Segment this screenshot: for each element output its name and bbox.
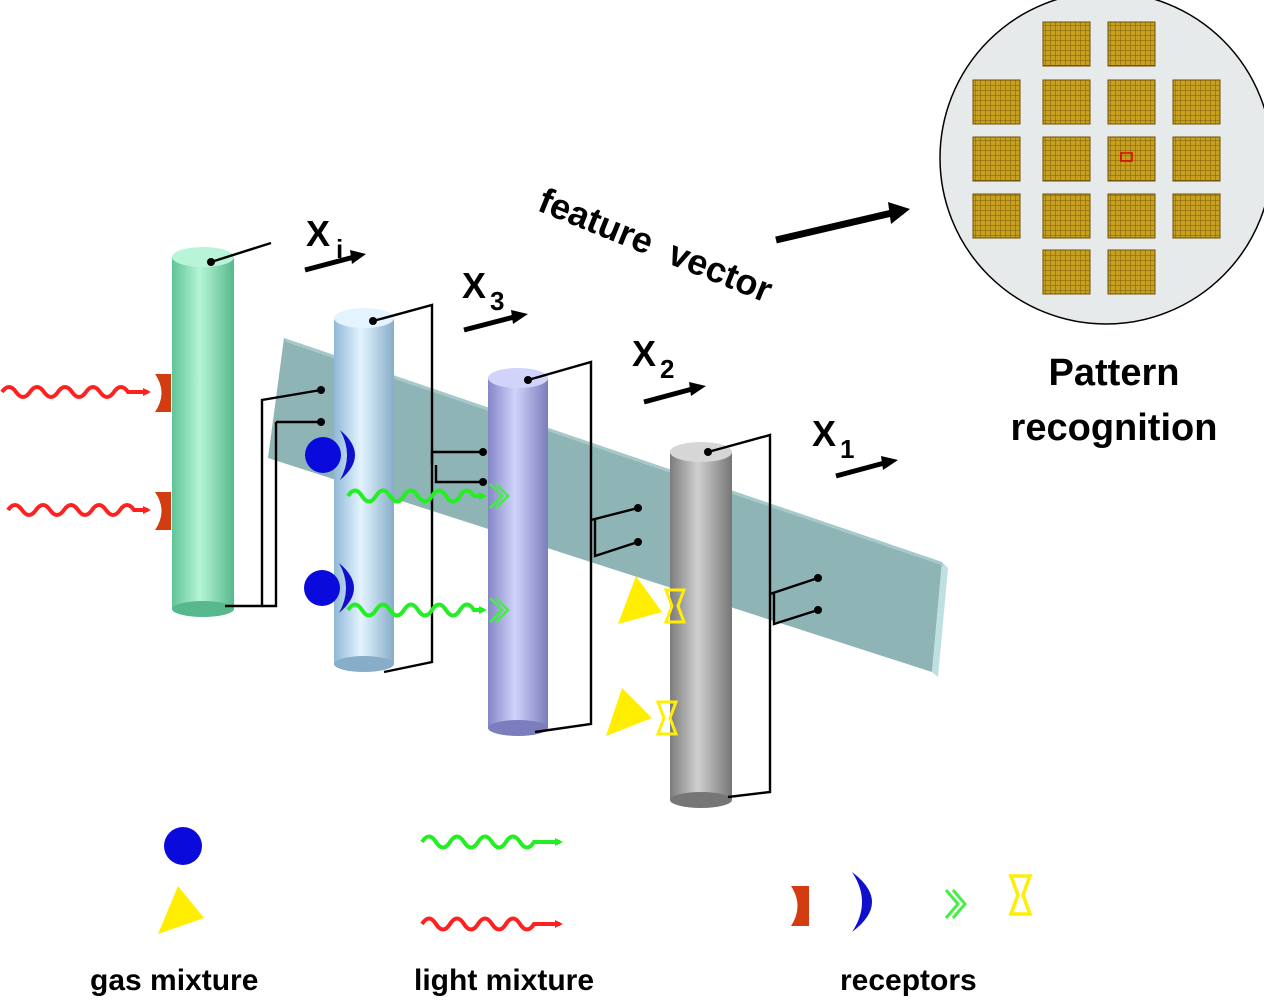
legend-red-light-icon <box>420 916 563 932</box>
output-arrow-xi <box>304 253 359 273</box>
sensor-chip <box>1042 136 1091 182</box>
green-receptor-1 <box>489 483 510 509</box>
yellow-gas-molecule-1 <box>618 576 662 624</box>
sensor-chip <box>1107 249 1156 295</box>
legend-blue-receptor-icon <box>852 872 872 932</box>
legend-yellow-gas-icon <box>158 886 204 934</box>
label-x3: X <box>462 265 486 306</box>
legend: gas mixture light mixture receptors <box>90 827 1033 997</box>
green-receptor-2 <box>489 597 510 623</box>
legend-gas-mixture: gas mixture <box>90 964 258 997</box>
label-xi: X <box>306 213 330 254</box>
sensor-chip <box>1042 79 1091 125</box>
sensor-column-4 <box>670 433 822 808</box>
chip-grid <box>972 21 1221 295</box>
legend-red-receptor-icon <box>791 886 809 926</box>
yellow-gas-molecule-2 <box>606 688 652 736</box>
red-light-wave-2 <box>6 503 151 517</box>
substrate-plate <box>268 338 948 677</box>
label-x2-subscript: 2 <box>660 354 674 384</box>
sensor-chip <box>1042 249 1091 295</box>
legend-yellow-receptor-icon <box>1008 874 1033 916</box>
sensor-chip <box>1107 21 1156 67</box>
red-receptor-1 <box>155 374 171 412</box>
sensor-column-3 <box>488 360 642 736</box>
sensor-chip <box>1042 193 1091 239</box>
sensor-chip <box>972 193 1021 239</box>
feature-vector-label: feature vector <box>533 179 778 310</box>
legend-green-light-icon <box>420 834 563 850</box>
sensor-chip <box>972 136 1021 182</box>
green-light-wave-2 <box>346 602 487 618</box>
selected-chip-marker <box>1120 152 1133 162</box>
red-receptor-2 <box>155 492 171 530</box>
blue-receptor-2 <box>339 563 354 613</box>
yellow-receptor-1 <box>663 588 687 624</box>
output-arrow-x2 <box>643 385 697 405</box>
legend-light-mixture: light mixture <box>414 964 594 997</box>
feature-vector-arrow <box>775 209 893 244</box>
legend-receptors: receptors <box>840 964 977 997</box>
sensor-chip <box>1172 79 1221 125</box>
red-light-wave-1 <box>0 385 151 399</box>
pattern-recognition-line2: recognition <box>1011 407 1218 449</box>
sensor-chip <box>1172 136 1221 182</box>
blue-gas-molecule-2 <box>304 570 340 606</box>
label-xi-subscript: i <box>336 234 343 264</box>
sensor-chip <box>1107 193 1156 239</box>
sensor-chip <box>1107 79 1156 125</box>
legend-blue-gas-icon <box>164 827 202 865</box>
label-x3-subscript: 3 <box>490 286 504 316</box>
label-x1: X <box>812 413 836 454</box>
legend-green-receptor-icon <box>944 889 967 919</box>
sensor-chip <box>972 79 1021 125</box>
sensor-chip <box>1042 21 1091 67</box>
blue-gas-molecule-1 <box>305 437 341 473</box>
sensor-array-wafer <box>939 0 1264 325</box>
blue-receptor-1 <box>340 430 355 480</box>
sensor-chip <box>1172 193 1221 239</box>
yellow-receptor-2 <box>655 700 679 736</box>
sensor-column-1 <box>172 241 325 617</box>
label-x1-subscript: 1 <box>840 434 854 464</box>
output-arrow-x1 <box>835 459 889 479</box>
label-x2: X <box>632 333 656 374</box>
pattern-recognition-line1: Pattern <box>1049 352 1180 394</box>
output-arrow-x3 <box>463 313 519 333</box>
green-light-wave-1 <box>346 488 487 504</box>
